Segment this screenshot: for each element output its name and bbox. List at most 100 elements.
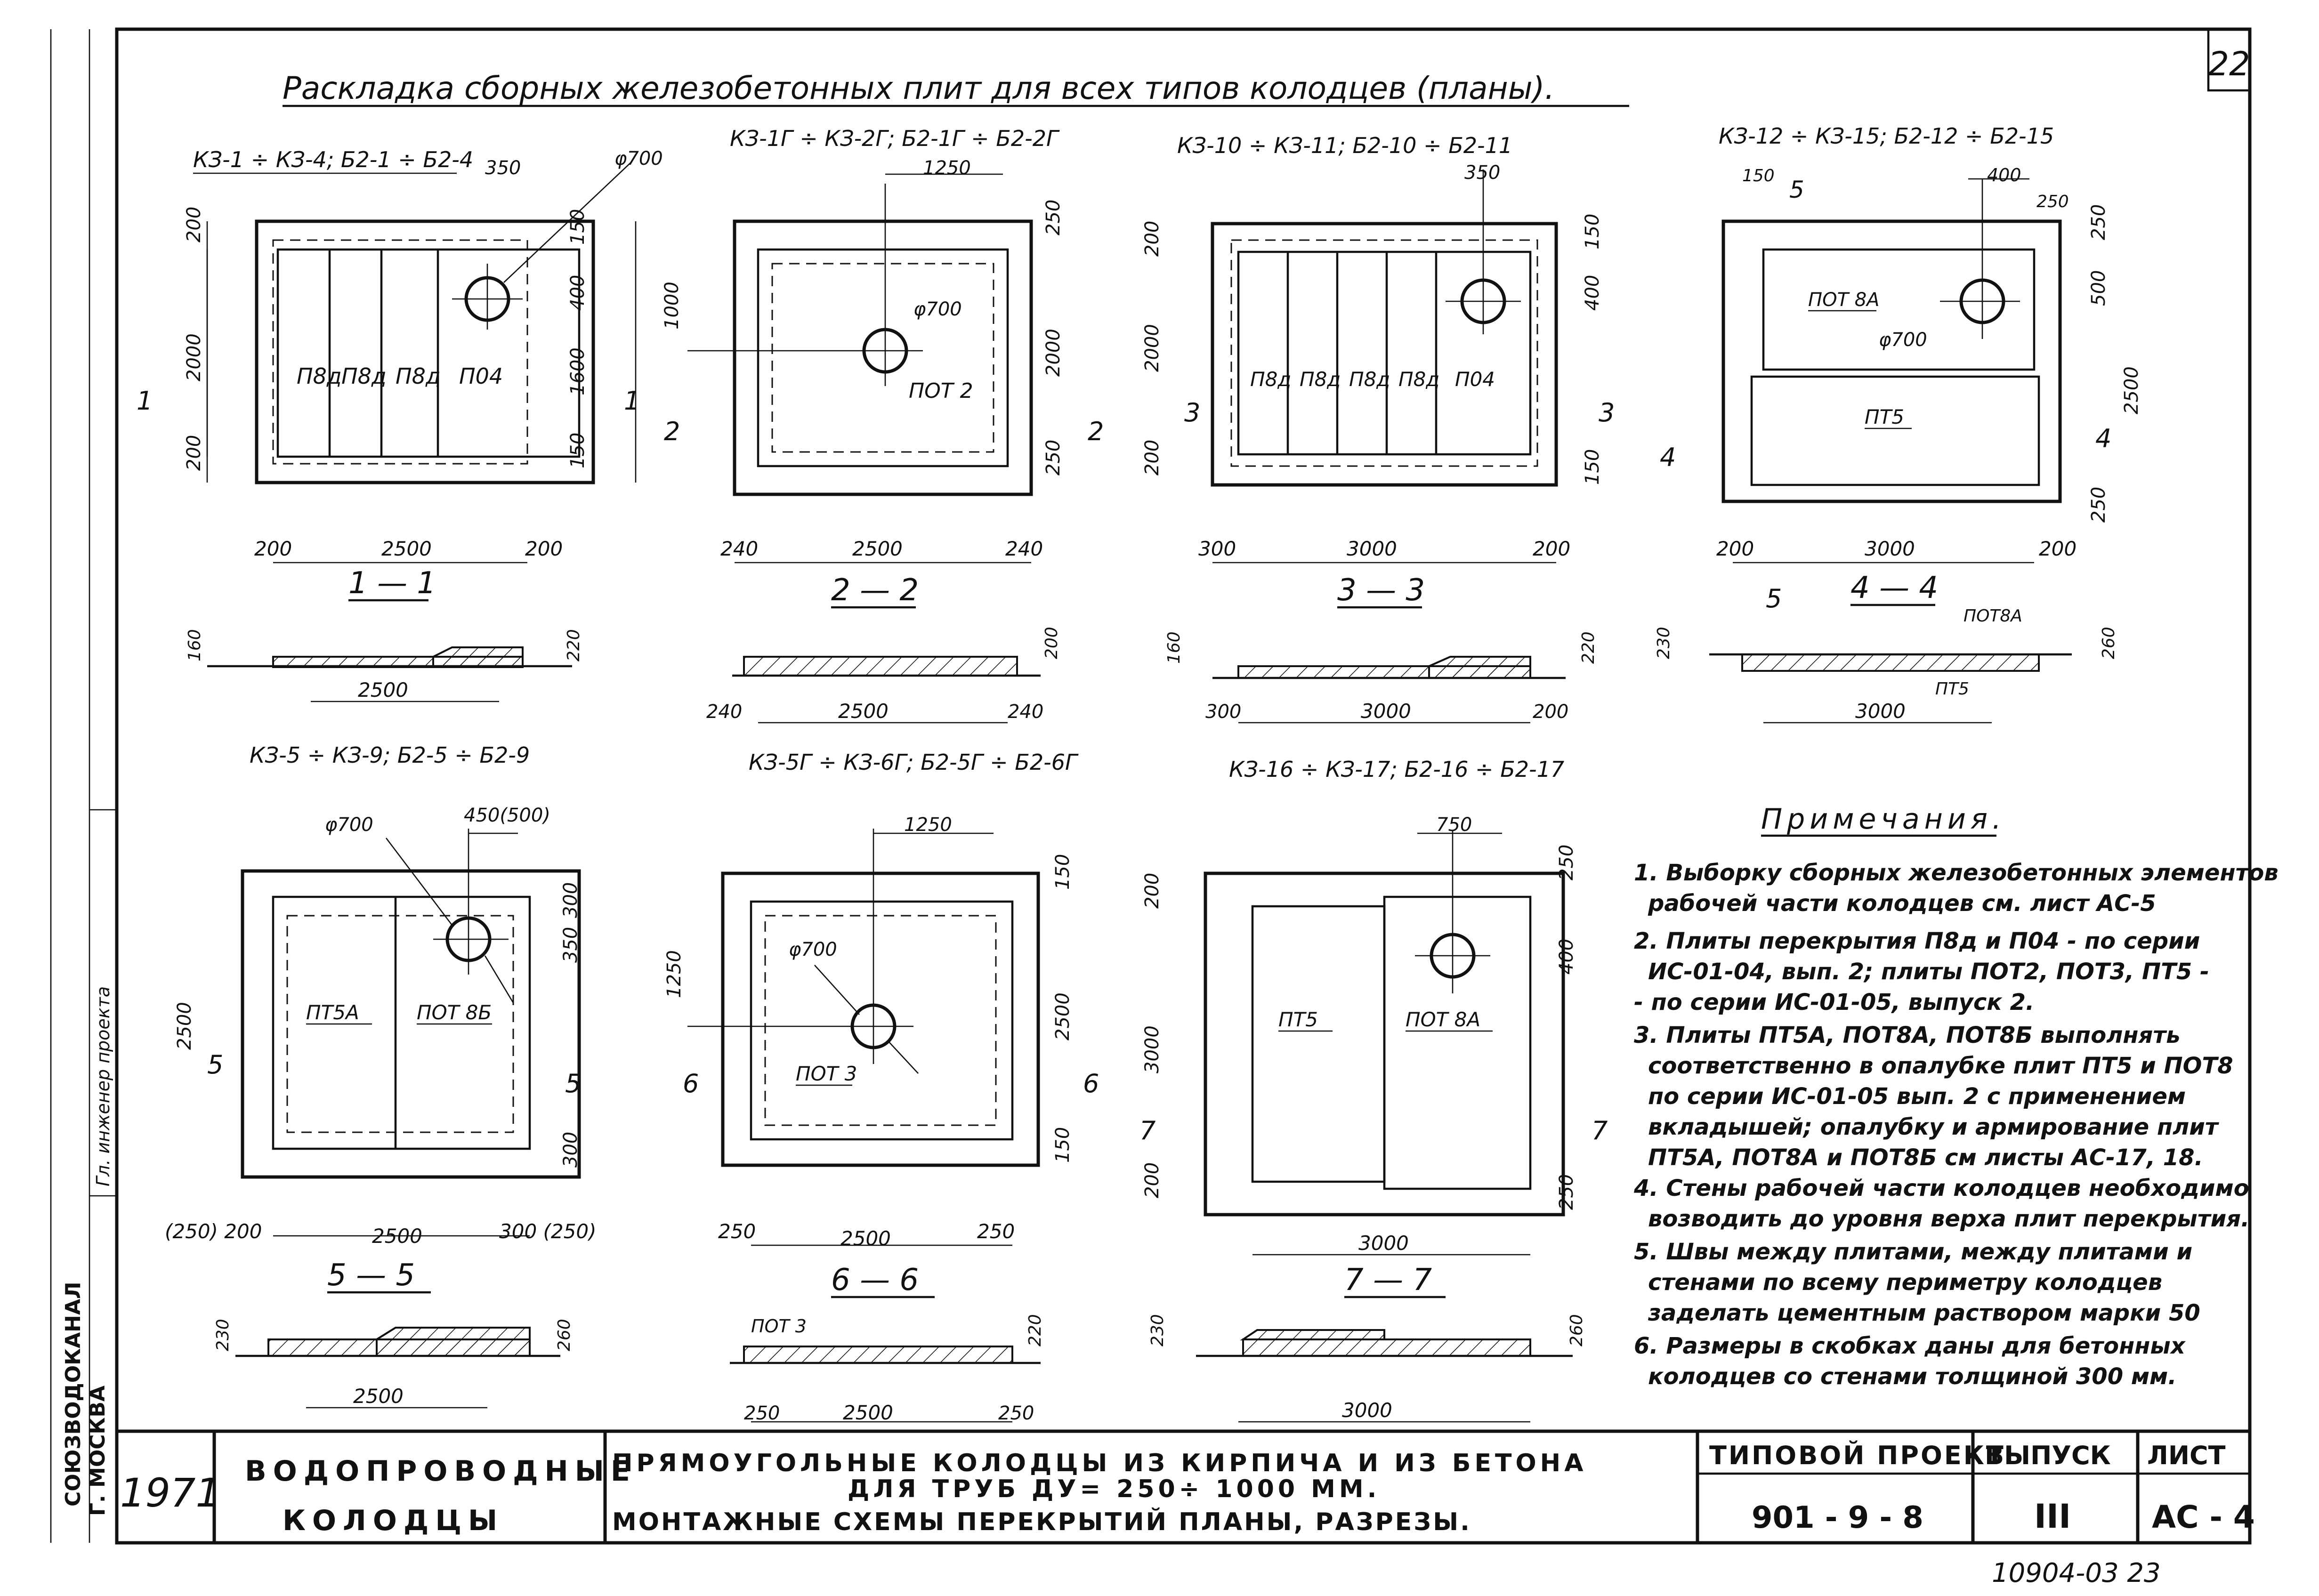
p1-slab-1: П8д — [297, 363, 342, 389]
p6-section-d1: 250 — [744, 1403, 780, 1424]
p5-cut-right: 5 — [565, 1069, 581, 1098]
p1-dim-r1: 150 — [567, 209, 589, 245]
plan-5-title: КЗ-5 ÷ КЗ-9; Б2-5 ÷ Б2-9 — [250, 742, 530, 768]
p4-dim-r2: 500 — [2088, 270, 2109, 306]
p5-slab-b: ПОТ 8Б — [417, 1001, 492, 1024]
p5-section-t2: 260 — [555, 1319, 574, 1351]
p5-dim-l: 2500 — [174, 1002, 195, 1050]
p4-dim-150: 150 — [1742, 166, 1775, 185]
p5-slab-a: ПТ5А — [306, 1001, 359, 1024]
p7-cut-right: 7 — [1592, 1116, 1608, 1145]
p3-dim-l3: 200 — [1141, 440, 1163, 476]
p6-slab: ПОТ 3 — [796, 1062, 857, 1085]
note-3-line-2: соответственно в опалубке плит ПТ5 и ПОТ… — [1648, 1053, 2233, 1079]
plan-6-title: КЗ-5Г ÷ КЗ-6Г; Б2-5Г ÷ Б2-6Г — [749, 750, 1079, 775]
p2-section-d3: 240 — [1008, 701, 1043, 723]
p6-section-d3: 250 — [998, 1403, 1034, 1424]
sheet-number: 22 — [2208, 45, 2250, 83]
margin-organization-label: СОЮЗВОДОКАНАЛ — [61, 1282, 85, 1507]
p2-dim-r3: 250 — [1042, 440, 1064, 476]
p5-dim-r2: 350 — [560, 927, 582, 963]
p6-section-d2: 2500 — [843, 1401, 893, 1424]
p3-dim-r3: 150 — [1582, 449, 1603, 485]
p1-cut-left: 1 — [137, 386, 153, 416]
p4-section-t2: 260 — [2099, 627, 2118, 659]
plan-1-title: КЗ-1 ÷ КЗ-4; Б2-1 ÷ Б2-4 — [193, 147, 473, 172]
p5-section-label: 5 — 5 — [327, 1258, 415, 1293]
p1-section-dim: 2500 — [358, 678, 408, 701]
p2-cut-left: 2 — [664, 417, 680, 446]
note-3-line-5: ПТ5А, ПОТ8А и ПОТ8Б см листы АС-17, 18. — [1648, 1145, 2203, 1171]
p1-dim-b1: 200 — [254, 537, 292, 560]
p2-dim-b1: 240 — [720, 537, 758, 560]
p3-section-d1: 300 — [1205, 701, 1241, 723]
p6-section-slab: ПОТ 3 — [751, 1316, 807, 1337]
p1-slab-3: П8д — [396, 363, 441, 389]
title-block-title-line-3: МОНТАЖНЫЕ СХЕМЫ ПЕРЕКРЫТИЙ ПЛАНЫ, РАЗРЕЗ… — [612, 1507, 1471, 1536]
p4-dim-b2: 3000 — [1865, 537, 1915, 560]
p3-dim-r1: 150 — [1582, 214, 1603, 250]
p4-slab-b: ПТ5 — [1865, 405, 1904, 428]
note-5-line-3: заделать цементным раствором марки 50 — [1648, 1300, 2200, 1326]
title-block-object-line-1: ВОДОПРОВОДНЫЕ — [245, 1455, 637, 1488]
p5-section-dim: 2500 — [353, 1385, 404, 1408]
margin-staff-label: Гл. инженер проекта — [93, 986, 113, 1186]
p7-dim-r1: 250 — [1556, 845, 1577, 880]
p4-section-label: 4 — 4 — [1850, 571, 1938, 605]
note-3-line-1: 3. Плиты ПТ5А, ПОТ8А, ПОТ8Б выполнять — [1634, 1022, 2181, 1048]
plan-4-title: КЗ-12 ÷ КЗ-15; Б2-12 ÷ Б2-15 — [1719, 123, 2054, 149]
p3-cut-right: 3 — [1599, 398, 1615, 427]
p5-dim-b2: 2500 — [372, 1225, 422, 1248]
p7-slab-a: ПТ5 — [1278, 1008, 1318, 1031]
p2-dim-b2: 2500 — [852, 537, 903, 560]
p1-dim-r2: 400 — [567, 275, 589, 311]
p7-cut-left: 7 — [1139, 1116, 1155, 1145]
p5-dim-r3: 300 — [560, 1132, 582, 1168]
note-6-line-1: 6. Размеры в скобках даны для бетонных — [1634, 1333, 2186, 1359]
note-3-line-3: по серии ИС-01-05 вып. 2 с применением — [1648, 1083, 2186, 1110]
title-block-title-line-1: ПРЯМОУГОЛЬНЫЕ КОЛОДЦЫ ИЗ КИРПИЧА И ИЗ БЕ… — [612, 1449, 1587, 1477]
p4-cut-5-top: 5 — [1789, 176, 1804, 203]
title-block-year: 1971 — [120, 1470, 221, 1516]
p7-dim-l1: 200 — [1141, 873, 1163, 909]
p7-dim-top: 750 — [1436, 814, 1472, 836]
p2-diam: φ700 — [913, 298, 962, 320]
archive-number: 10904-03 23 — [1992, 1558, 2161, 1588]
note-4-line-1: 4. Стены рабочей части колодцев необходи… — [1633, 1175, 2249, 1201]
plan-2: КЗ-1Г ÷ КЗ-2Г; Б2-1Г ÷ Б2-2Г 1250 φ700 П… — [661, 126, 1104, 724]
p3-dim-l1: 200 — [1141, 221, 1163, 257]
p7-dim-r2: 400 — [1556, 939, 1577, 975]
p7-section-t2: 260 — [1567, 1314, 1586, 1346]
p4-dim-r4: 250 — [2088, 487, 2109, 523]
p1-section-t1: 160 — [185, 629, 204, 661]
p1-cut-right: 1 — [624, 386, 640, 416]
p6-section-label: 6 — 6 — [831, 1263, 919, 1298]
p4-dim-b1: 200 — [1716, 537, 1754, 560]
p7-dim-r3: 250 — [1556, 1174, 1577, 1210]
p4-dim-r1: 250 — [2088, 204, 2109, 240]
p5-cut-left: 5 — [207, 1050, 223, 1080]
p3-dim-r2: 400 — [1582, 275, 1603, 311]
p3-slab-5: П04 — [1455, 368, 1495, 391]
p5-dim-b3: 300 (250) — [499, 1220, 596, 1243]
p1-dim-l2: 2000 — [183, 333, 205, 381]
p6-dim-b2: 2500 — [840, 1227, 891, 1250]
p1-dim-l1: 200 — [183, 207, 205, 242]
p6-dim-b1: 250 — [718, 1220, 756, 1243]
p1-dim-r3: 1600 — [567, 347, 589, 395]
p7-dim-b: 3000 — [1358, 1232, 1409, 1255]
note-6-line-2: колодцев со стенами толщиной 300 мм. — [1648, 1363, 2177, 1390]
p3-dim-b2: 3000 — [1347, 537, 1397, 560]
plan-1: КЗ-1 ÷ КЗ-4; Б2-1 ÷ Б2-4 φ700 350 П8д П8… — [137, 147, 663, 702]
p3-dim-350: 350 — [1464, 162, 1500, 184]
p4-section-dim: 3000 — [1855, 700, 1906, 723]
p4-section-slab-b: ПТ5 — [1935, 679, 1969, 699]
sheet-frame — [50, 27, 2252, 1545]
p5-dim-r1: 300 — [560, 882, 582, 918]
note-4-line-2: возводить до уровня верха плит перекрыти… — [1648, 1206, 2249, 1232]
p4-section-slab-a: ПОТ8А — [1963, 606, 2022, 626]
p3-slab-1: П8д — [1250, 368, 1291, 391]
title-block-object-line-2: КОЛОДЦЫ — [283, 1504, 504, 1537]
